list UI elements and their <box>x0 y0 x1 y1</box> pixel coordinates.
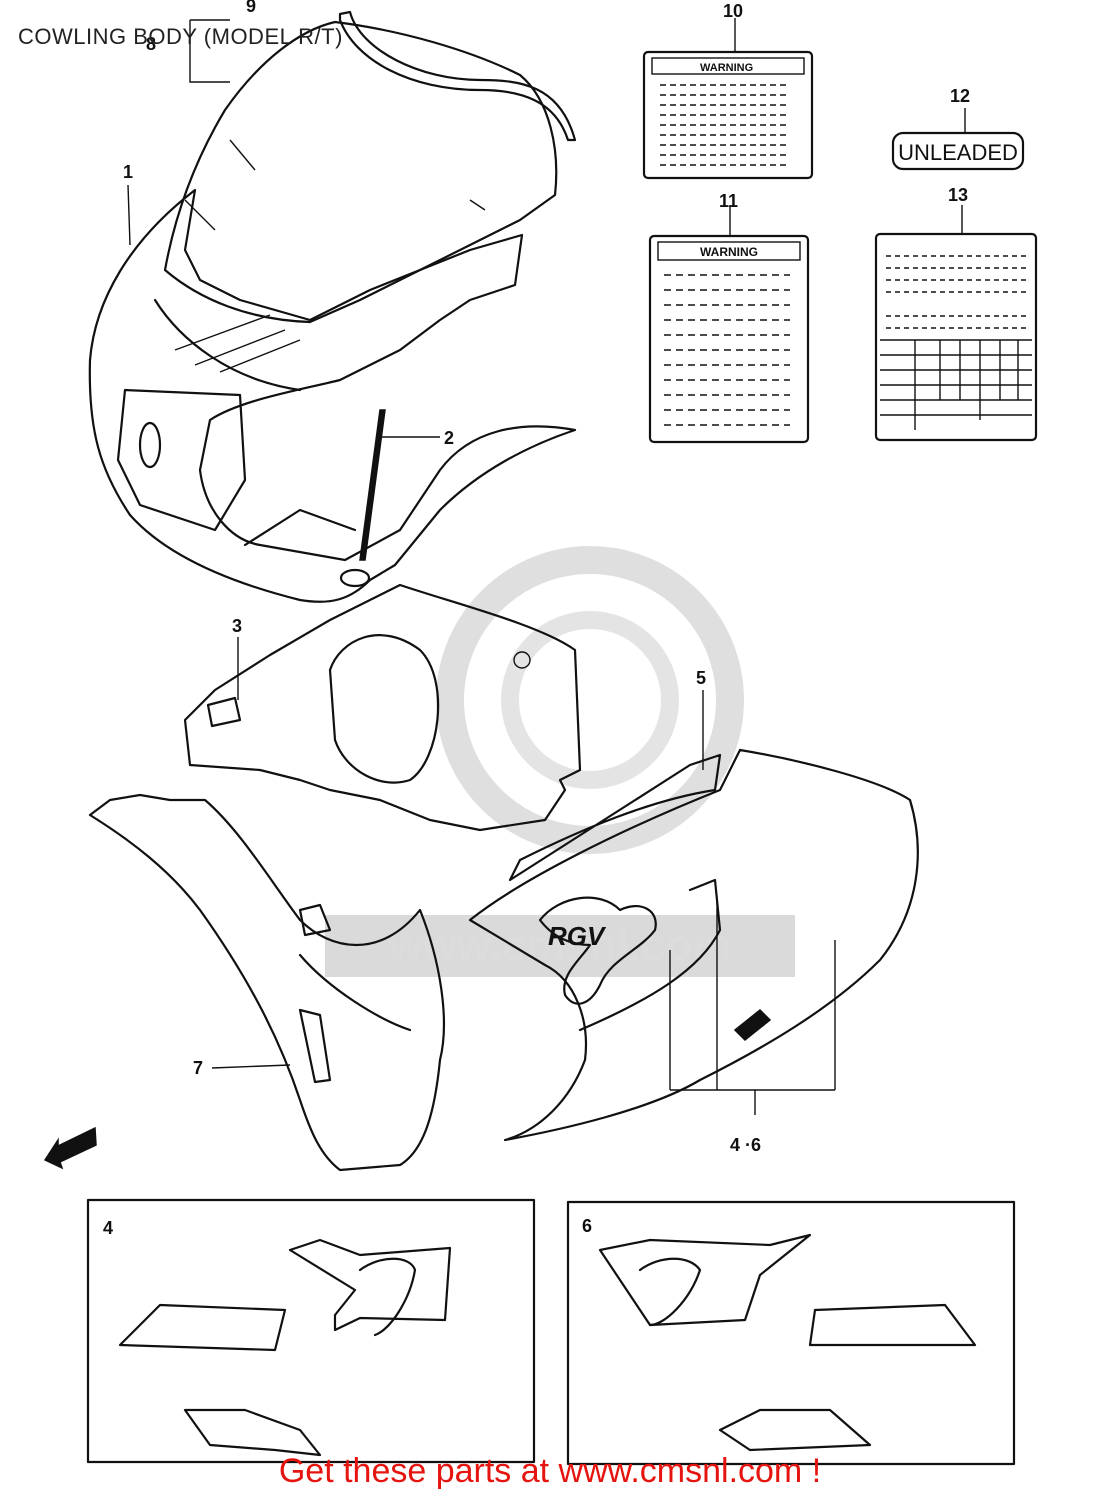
callout-8: 8 <box>146 34 156 54</box>
callout-12: 12 <box>950 86 970 106</box>
inset-box-4[interactable] <box>86 1198 536 1464</box>
part-7-under-cowling[interactable] <box>88 793 445 1172</box>
decal-logo-text: RGV <box>548 921 607 951</box>
watermark: www.cmsnl.com <box>325 546 795 977</box>
callout-11: 11 <box>719 191 738 211</box>
callout-2: 2 <box>444 428 454 448</box>
leader-lines <box>127 18 966 1115</box>
footer-link-text[interactable]: Get these parts at www.cmsnl.com ! <box>278 1452 822 1490</box>
watermark-text: www.cmsnl.com <box>387 921 731 970</box>
front-direction-arrow-icon <box>43 1126 97 1170</box>
warning-10-text: WARNING <box>700 62 753 74</box>
diagram-title: COWLING BODY (MODEL R/T) <box>18 24 343 49</box>
part-8-windscreen[interactable] <box>163 10 577 324</box>
callout-5: 5 <box>696 668 706 688</box>
unleaded-text: UNLEADED <box>898 140 1018 165</box>
callout-10: 10 <box>723 1 743 21</box>
part-11-warning-label[interactable]: WARNING <box>648 234 810 444</box>
callout-9: 9 <box>246 0 256 16</box>
inset-callout-6: 6 <box>582 1216 592 1236</box>
callout-3: 3 <box>232 616 242 636</box>
callout-4-6: 4 ·6 <box>730 1135 761 1155</box>
callout-13: 13 <box>948 185 968 205</box>
part-3-inner-panel[interactable] <box>183 583 582 832</box>
callout-1: 1 <box>123 162 133 182</box>
part-10-warning-label[interactable]: WARNING <box>642 50 814 180</box>
part-5-side-fairing[interactable]: RGV <box>468 748 919 1142</box>
part-13-info-label[interactable] <box>874 232 1038 442</box>
callout-7: 7 <box>193 1058 203 1078</box>
part-1-front-cowling[interactable] <box>88 188 577 603</box>
inset-box-6[interactable] <box>566 1200 1016 1466</box>
part-12-unleaded-label[interactable]: UNLEADED <box>891 131 1025 171</box>
warning-11-text: WARNING <box>700 245 758 259</box>
inset-callout-4: 4 <box>103 1218 113 1238</box>
